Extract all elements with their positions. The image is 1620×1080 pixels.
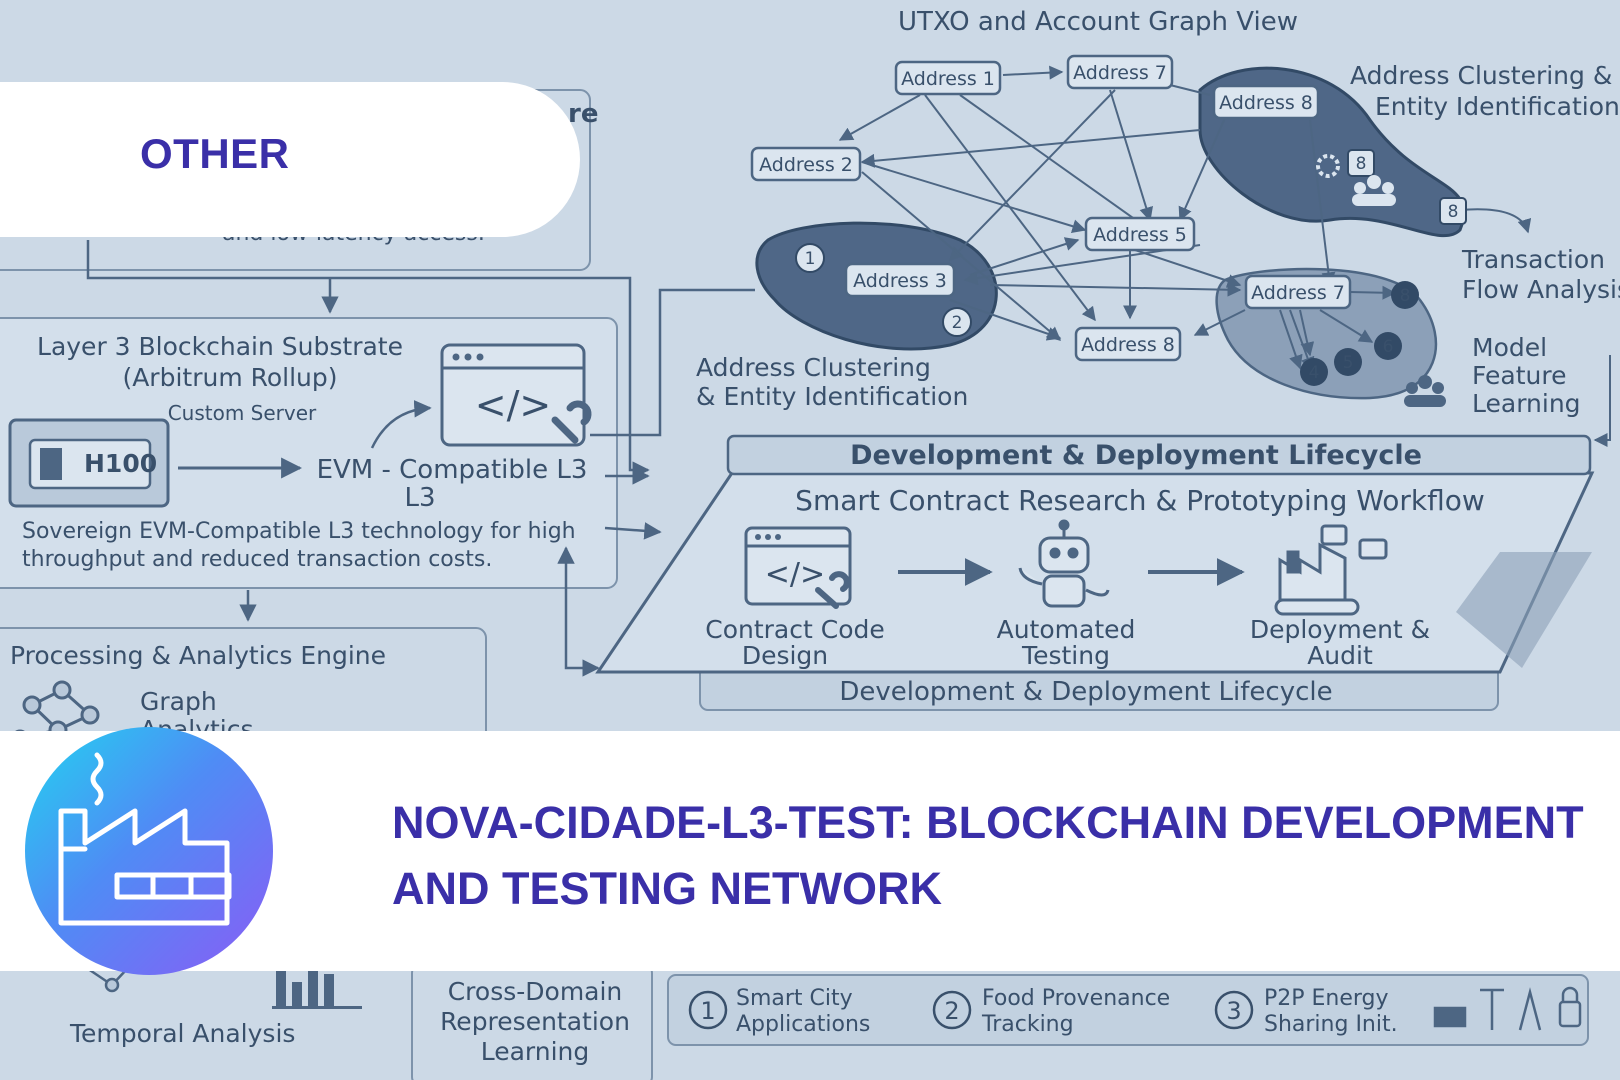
svg-text:8: 8 — [1400, 286, 1411, 306]
code-design-icon: </> — [744, 526, 852, 609]
svg-text:Address 7: Address 7 — [1251, 282, 1345, 304]
svg-text:</>: </> — [765, 557, 825, 592]
svg-text:8: 8 — [1448, 202, 1459, 222]
svg-text:Address 3: Address 3 — [853, 270, 947, 292]
transaction-flow-2: Flow Analysis — [1462, 275, 1620, 304]
marker-5: 5 — [1334, 348, 1362, 376]
svg-text:Address 2: Address 2 — [759, 154, 853, 176]
svg-text:6: 6 — [1383, 337, 1394, 357]
processing-title: Processing & Analytics Engine — [10, 641, 386, 670]
robot-icon — [1018, 519, 1110, 608]
custom-server-label: Custom Server — [168, 401, 317, 425]
svg-text:Address 8: Address 8 — [1081, 334, 1175, 356]
lifecycle-header: Development & Deployment Lifecycle — [850, 440, 1422, 471]
factory-icon — [58, 752, 232, 926]
model-feature-1: Model — [1472, 333, 1547, 362]
node-address-3: Address 3 — [844, 262, 956, 298]
use-case-1: 1 Smart City Applications — [688, 986, 870, 1037]
node-address-8-top: Address 8 — [1212, 84, 1320, 120]
svg-text:2: 2 — [944, 997, 959, 1025]
use-case-3: 3 P2P Energy Sharing Init. — [1214, 986, 1398, 1037]
layer3-desc-1: Sovereign EVM-Compatible L3 technology f… — [22, 519, 576, 544]
gpu-card-icon — [8, 418, 170, 508]
domain-tag-pill — [0, 82, 580, 237]
svg-text:1: 1 — [805, 249, 816, 269]
code-window-icon: </> — [440, 343, 592, 447]
marker-8-c: 8 — [1391, 281, 1419, 309]
layer3-title-1: Layer 3 Blockchain Substrate — [37, 332, 403, 361]
marker-4: 4 — [1300, 358, 1328, 386]
step-1-line-2: Design — [742, 641, 828, 670]
svg-text:Address 5: Address 5 — [1093, 224, 1187, 246]
evm-label-1: EVM - Compatible L3 — [317, 455, 588, 485]
partial-heading: re — [568, 99, 598, 129]
svg-text:Address 8: Address 8 — [1219, 92, 1313, 114]
use-cases-bar — [667, 974, 1589, 1046]
node-address-2: Address 2 — [750, 146, 862, 182]
evm-label-2: L3 — [404, 483, 435, 513]
cross-domain-2: Representation — [440, 1007, 630, 1036]
svg-text:2: 2 — [952, 313, 963, 333]
marker-6: 6 — [1374, 332, 1402, 360]
svg-text:Address 7: Address 7 — [1073, 62, 1167, 84]
node-address-7-mid: Address 7 — [1244, 274, 1352, 310]
svg-text:Sharing Init.: Sharing Init. — [1264, 1012, 1398, 1037]
svg-text:Tracking: Tracking — [981, 1012, 1074, 1037]
step-3-line-2: Audit — [1307, 641, 1373, 670]
step-1-line-1: Contract Code — [705, 615, 885, 644]
page-title: NOVA-CIDADE-L3-TEST: BLOCKCHAIN DEVELOPM… — [392, 797, 1584, 914]
marker-8-a: 8 — [1347, 149, 1375, 177]
svg-text:</>: </> — [475, 383, 551, 427]
transaction-flow-1: Transaction — [1461, 245, 1605, 274]
gear-icon — [1316, 154, 1340, 178]
lifecycle-header-box — [726, 434, 1592, 476]
svg-text:8: 8 — [1356, 154, 1367, 174]
gpu-label: H100 — [84, 449, 157, 478]
bar-chart-icon — [272, 960, 362, 1009]
marker-1: 1 — [795, 243, 825, 273]
team-icon — [1404, 375, 1446, 407]
svg-text:Smart City: Smart City — [736, 986, 853, 1011]
clustering-right-1: Address Clustering & — [1350, 61, 1612, 90]
factory-deploy-icon — [1274, 524, 1388, 616]
people-icon — [1352, 175, 1396, 206]
clustering-left-2: & Entity Identification — [696, 382, 968, 411]
step-2-line-1: Automated — [997, 615, 1136, 644]
workflow-title: Smart Contract Research & Prototyping Wo… — [795, 484, 1485, 517]
graph-view-title: UTXO and Account Graph View — [898, 7, 1298, 37]
node-address-5: Address 5 — [1084, 216, 1196, 252]
cross-domain-3: Learning — [481, 1037, 590, 1066]
svg-text:Food Provenance: Food Provenance — [982, 986, 1170, 1011]
svg-text:P2P Energy: P2P Energy — [1264, 986, 1389, 1011]
temporal-analysis-label: Temporal Analysis — [69, 1019, 295, 1048]
use-case-2: 2 Food Provenance Tracking — [932, 986, 1170, 1037]
model-feature-2: Feature — [1472, 361, 1566, 390]
clustering-right-2: Entity Identification — [1375, 92, 1620, 121]
model-feature-3: Learning — [1472, 389, 1581, 418]
node-address-7-top: Address 7 — [1066, 54, 1174, 90]
marker-2: 2 — [942, 307, 972, 337]
domain-tag-label: OTHER — [140, 130, 290, 177]
graph-analytics-1: Graph — [140, 687, 217, 716]
layer3-desc-2: throughput and reduced transaction costs… — [22, 547, 492, 572]
svg-text:Address 1: Address 1 — [901, 68, 995, 90]
marker-8-b: 8 — [1439, 197, 1467, 225]
svg-text:1: 1 — [700, 997, 715, 1025]
step-3-line-1: Deployment & — [1250, 615, 1430, 644]
energy-icons — [1433, 986, 1582, 1031]
svg-text:Applications: Applications — [736, 1012, 870, 1037]
node-address-1: Address 1 — [894, 60, 1002, 96]
clustering-left-1: Address Clustering — [696, 353, 931, 382]
lifecycle-footer-label: Development & Deployment Lifecycle — [839, 677, 1332, 707]
cross-domain-1: Cross-Domain — [448, 977, 623, 1006]
layer3-title-2: (Arbitrum Rollup) — [122, 363, 337, 392]
svg-text:5: 5 — [1343, 353, 1354, 373]
node-address-8-bottom: Address 8 — [1074, 326, 1182, 362]
svg-text:3: 3 — [1226, 997, 1241, 1025]
svg-text:4: 4 — [1309, 363, 1320, 383]
factory-badge — [25, 727, 273, 975]
step-2-line-2: Testing — [1021, 641, 1110, 670]
